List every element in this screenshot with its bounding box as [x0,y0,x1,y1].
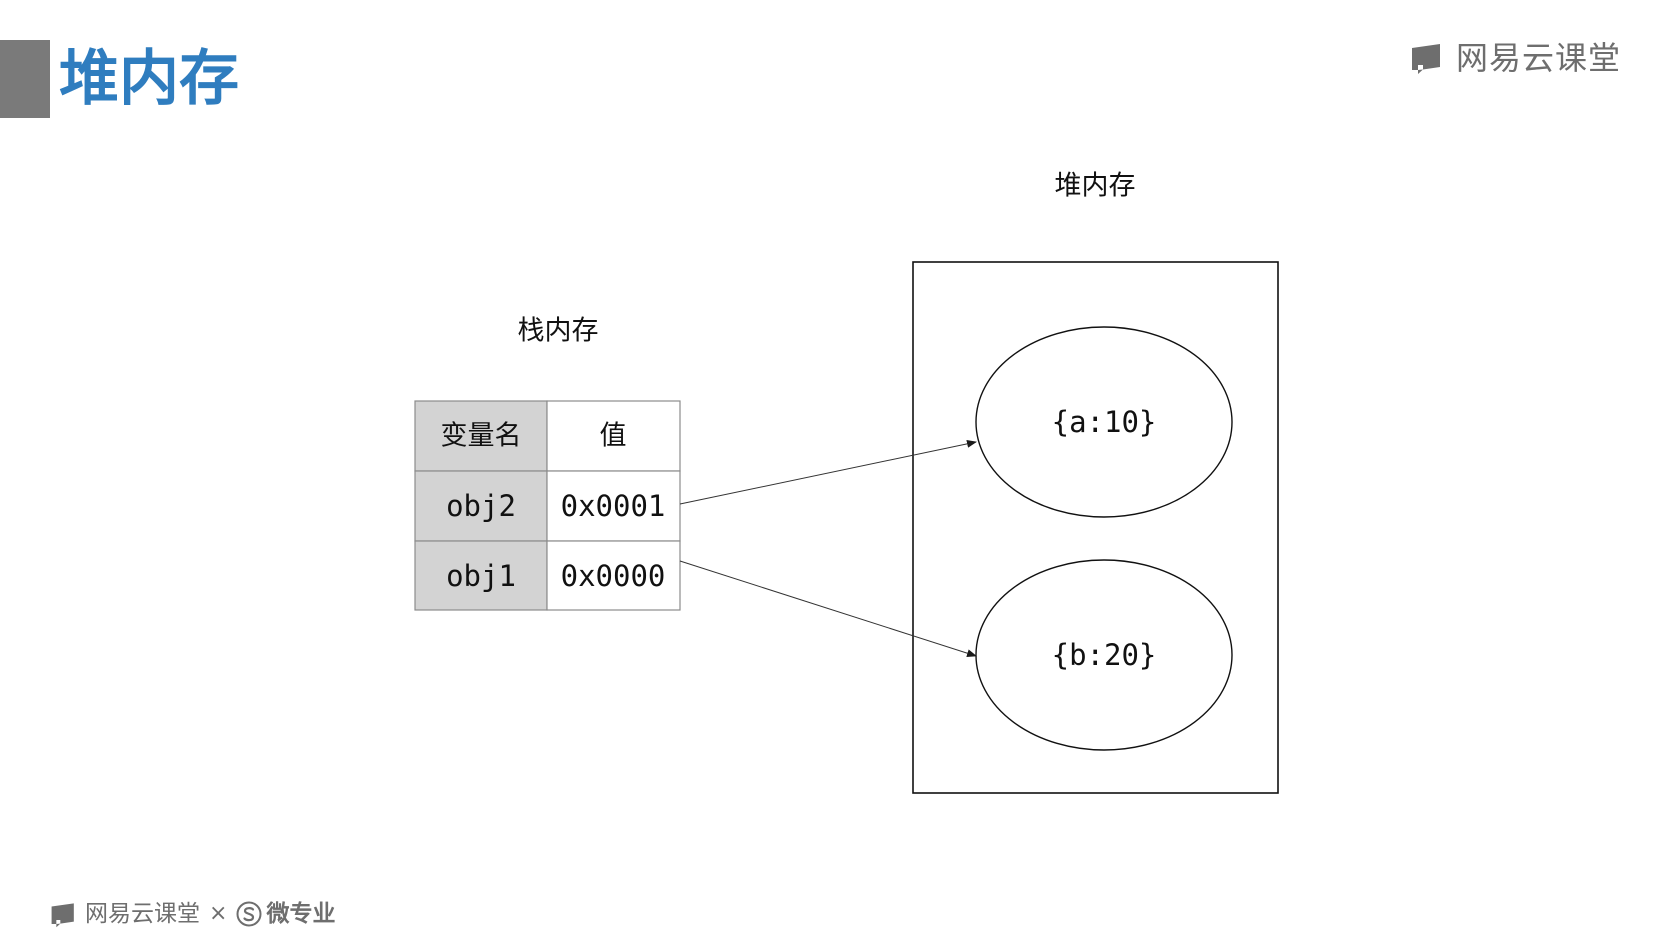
stack-label: 栈内存 [518,316,599,347]
heap-object-a-label: {a:10} [1052,405,1157,439]
brand-name: 网易云课堂 [1456,39,1622,77]
heap-object-b-label: {b:20} [1052,638,1157,672]
header-cell-value [546,400,681,472]
title-accent-bar [0,40,50,118]
table-header-name: 变量名 [441,421,522,452]
row-obj1-value-cell [546,540,681,611]
table-row-name: obj1 [446,559,516,593]
table-header-value: 值 [600,421,627,452]
pointer-arrow-obj2-to-a [679,439,977,505]
footer-partner-name: 微专业 [266,901,336,927]
footer: 网易云课堂 × 微专业 [50,899,335,929]
header-cell-name [414,400,548,472]
heap-object-a [975,326,1233,518]
book-icon [1412,44,1440,74]
book-icon [51,902,74,927]
heap-region [912,261,1279,794]
row-obj1-name-cell [414,540,548,611]
brand-logo: 网易云课堂 [1410,38,1621,78]
stack-table: 变量名 值 obj2 0x0001 obj1 0x0000 [414,400,681,611]
circled-s-icon [236,901,262,927]
table-row-value: 0x0000 [561,559,666,593]
page-title: 堆内存 [59,44,239,114]
footer-separator: × [209,901,228,926]
heap-label: 堆内存 [1055,171,1136,202]
pointer-arrow-obj1-to-b [679,560,977,658]
table-row-value: 0x0001 [561,489,666,523]
table-row-name: obj2 [446,489,516,523]
footer-brand-name: 网易云课堂 [85,901,200,927]
